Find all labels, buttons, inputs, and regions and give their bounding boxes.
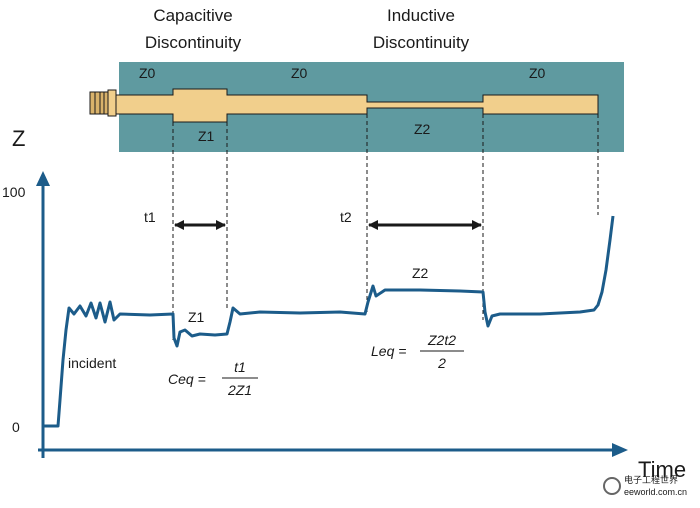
x-axis-label: Time bbox=[638, 457, 686, 482]
eeworld-logo-icon bbox=[603, 477, 621, 495]
inductive-title-line2: Discontinuity bbox=[373, 33, 470, 52]
y-axis-label: Z bbox=[12, 126, 25, 151]
leq-denominator: 2 bbox=[437, 355, 446, 371]
inductive-title-line1: Inductive bbox=[387, 6, 455, 25]
ceq-denominator: 2Z1 bbox=[227, 382, 252, 398]
eeworld-watermark: 电子工程世界 eeworld.com.cn bbox=[603, 474, 687, 497]
leq-lhs: Leq = bbox=[371, 343, 406, 359]
t2-label: t2 bbox=[340, 209, 352, 225]
ceq-lhs: Ceq = bbox=[168, 371, 206, 387]
y-axis-arrowhead bbox=[36, 171, 50, 186]
z1-label-trace: Z1 bbox=[188, 309, 205, 325]
watermark-cn: 电子工程世界 bbox=[624, 474, 678, 485]
z2-label-line: Z2 bbox=[414, 121, 431, 137]
dashed-guides bbox=[172, 114, 599, 340]
y-tick-0: 0 bbox=[12, 419, 20, 435]
leq-numerator: Z2t2 bbox=[427, 332, 456, 348]
sma-connector bbox=[89, 89, 117, 117]
watermark-url: eeworld.com.cn bbox=[624, 487, 687, 497]
ceq-numerator: t1 bbox=[234, 359, 246, 375]
capacitive-title-line2: Discontinuity bbox=[145, 33, 242, 52]
leq-formula: Leq = Z2t2 2 bbox=[371, 332, 464, 371]
z0-label-middle: Z0 bbox=[291, 65, 308, 81]
z0-label-left: Z0 bbox=[139, 65, 156, 81]
tdr-waveform bbox=[43, 215, 615, 428]
ceq-formula: Ceq = t1 2Z1 bbox=[168, 359, 258, 398]
t1-label: t1 bbox=[144, 209, 156, 225]
x-axis-arrowhead bbox=[612, 443, 628, 457]
z1-label-line: Z1 bbox=[198, 128, 215, 144]
capacitive-title-line1: Capacitive bbox=[153, 6, 232, 25]
z2-label-trace: Z2 bbox=[412, 265, 429, 281]
z0-label-right: Z0 bbox=[529, 65, 546, 81]
y-tick-100: 100 bbox=[2, 184, 26, 200]
incident-label: incident bbox=[68, 355, 116, 371]
